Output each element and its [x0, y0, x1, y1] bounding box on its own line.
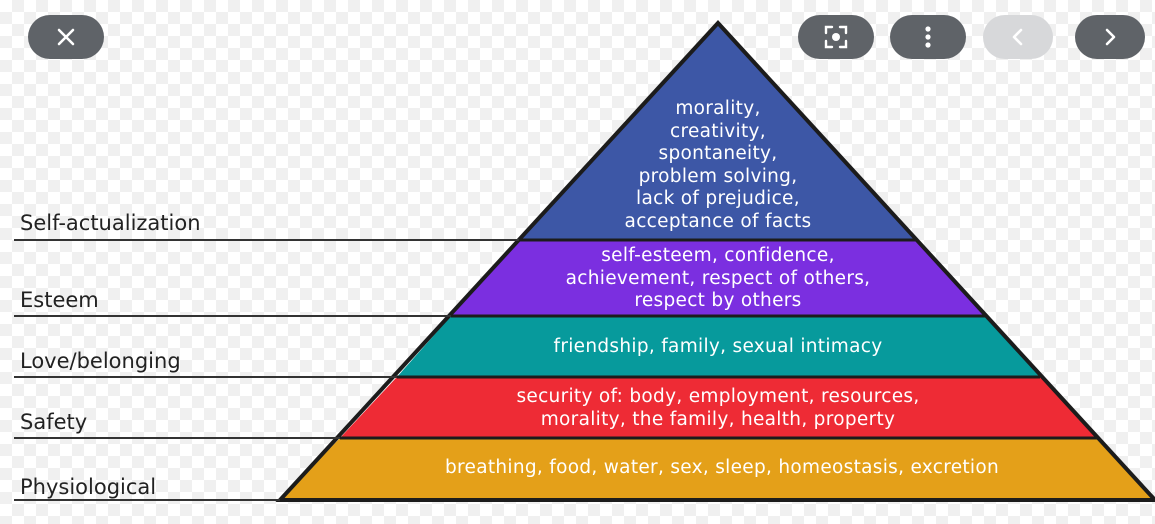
more-vertical-icon: [925, 26, 931, 48]
tier-self-actualization: [519, 23, 917, 240]
tier-line: problem solving,: [638, 165, 798, 187]
tier-line: morality, the family, health, property: [540, 408, 896, 430]
tier-physiological: [280, 438, 1155, 500]
tier-text-esteem: self-esteem, confidence, achievement, re…: [566, 245, 871, 313]
tier-love-belonging: [397, 316, 1040, 377]
next-image-button[interactable]: [1075, 15, 1145, 59]
close-button[interactable]: [28, 15, 104, 59]
tier-line: morality,: [675, 98, 761, 119]
chevron-left-icon: [1012, 28, 1023, 46]
tier-line: achievement, respect of others,: [565, 267, 871, 289]
level-label-love-belonging: Love/belonging: [20, 349, 181, 373]
level-label-self-actualization: Self-actualization: [20, 211, 201, 235]
tier-line: friendship, family, sexual intimacy: [553, 336, 883, 357]
level-label-esteem: Esteem: [20, 288, 99, 312]
close-icon: [57, 28, 75, 46]
level-label-safety: Safety: [20, 410, 88, 434]
tier-line: respect by others: [634, 290, 802, 311]
pyramid-outline: [275, 20, 1155, 502]
visual-search-button[interactable]: [798, 15, 874, 59]
tier-text-physiological: breathing, food, water, sex, sleep, home…: [445, 457, 999, 480]
tier-line: acceptance of facts: [624, 210, 812, 232]
tier-text-love-belonging: friendship, family, sexual intimacy: [554, 336, 883, 359]
tier-line: breathing, food, water, sex, sleep, home…: [444, 457, 1000, 478]
more-options-button[interactable]: [890, 15, 966, 59]
chevron-right-icon: [1105, 28, 1116, 46]
tier-esteem: [451, 240, 985, 316]
level-label-physiological: Physiological: [20, 475, 157, 499]
tier-line: self-esteem, confidence,: [601, 245, 835, 266]
tier-safety: [340, 377, 1097, 438]
tier-text-safety: security of: body, employment, resources…: [516, 386, 919, 431]
tier-line: lack of prejudice,: [636, 188, 800, 209]
tier-line: security of: body, employment, resources…: [516, 386, 920, 407]
previous-image-button[interactable]: [983, 15, 1053, 59]
tier-text-self-actualization: morality, creativity, spontaneity, probl…: [625, 98, 812, 233]
lens-icon: [824, 25, 848, 49]
tier-line: spontaneity,: [658, 143, 778, 164]
tier-line: creativity,: [670, 120, 766, 142]
